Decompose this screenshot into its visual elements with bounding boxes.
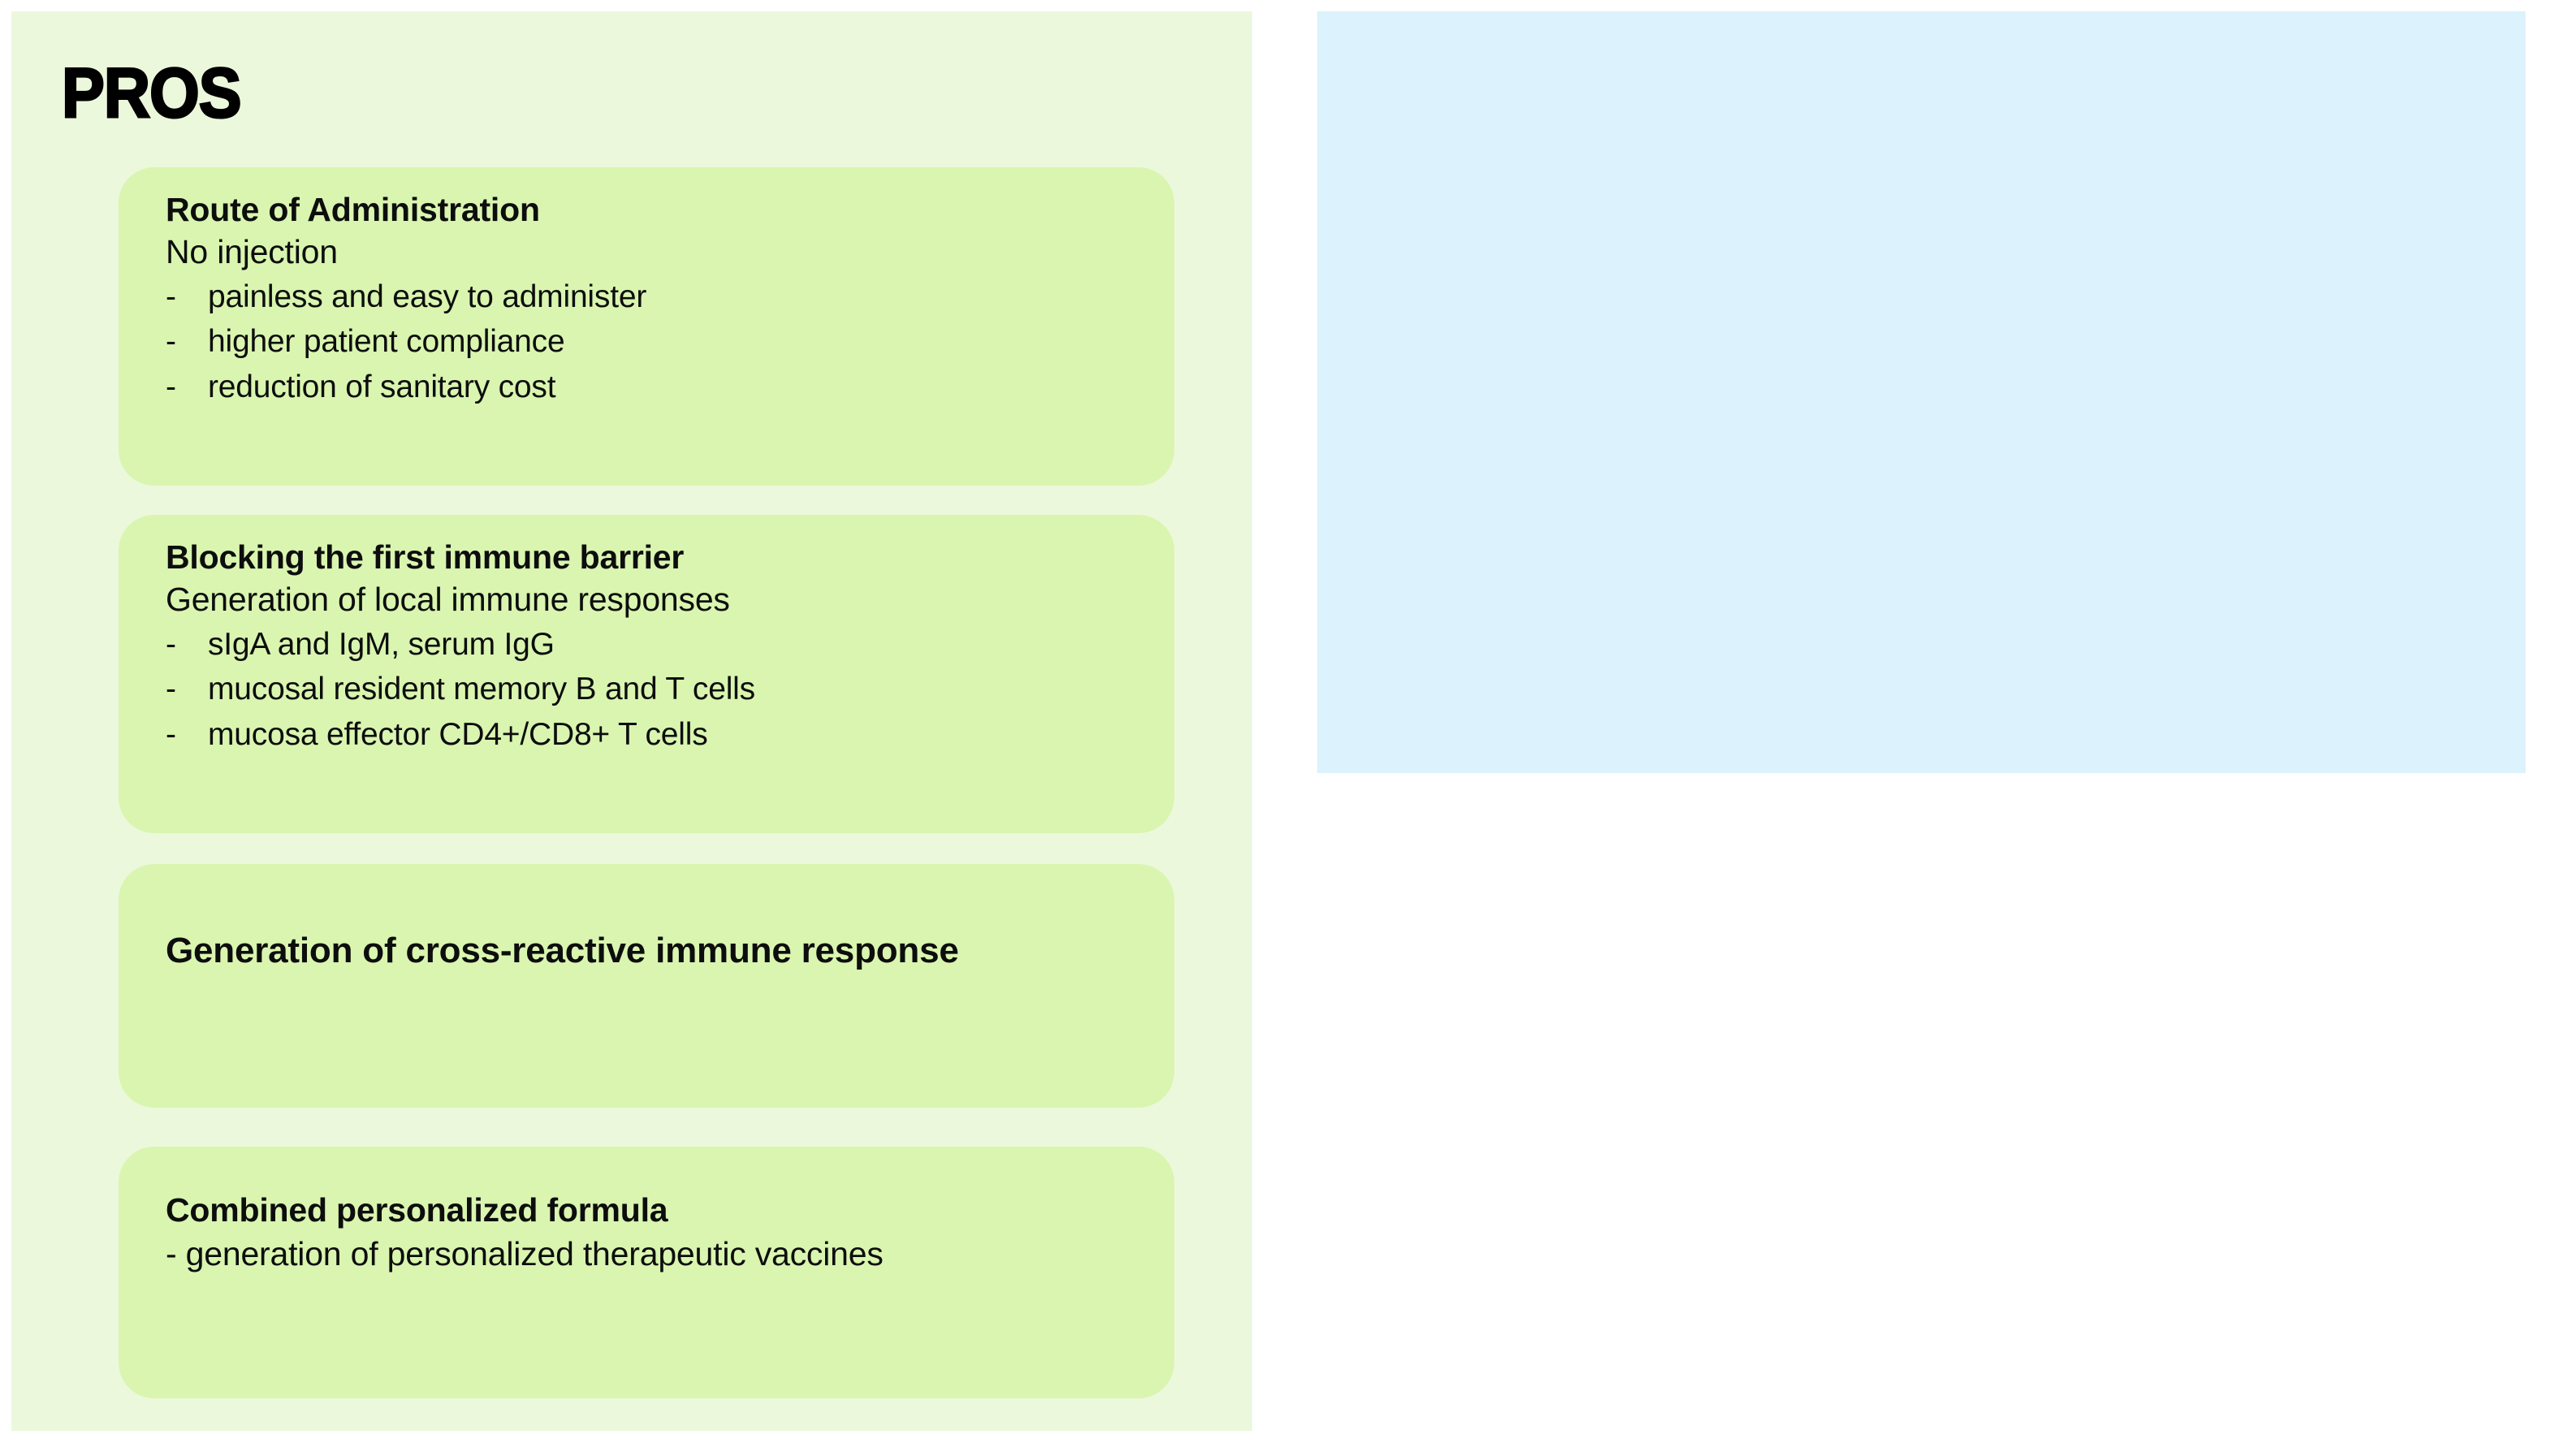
bullet-dash: - [166,626,176,662]
card-heading: Generation of cross-reactive immune resp… [166,931,959,970]
card-content: Combined personalized formula - generati… [119,1147,1174,1298]
cons-panel: CONS Needs further development - optimaz… [1317,11,2526,773]
bullet-dash: - [166,672,176,707]
list-item: - mucosa effector CD4+/CD8+ T cells [166,712,1142,757]
card-content: Route of Administration No injection - p… [119,167,1174,430]
bullet-dash: - [166,279,176,314]
bullet-dash: - [166,324,176,360]
card-subheading: Generation of local immune responses [166,581,730,619]
pros-section-title: PROS [61,54,243,132]
bullet-text: higher patient compliance [208,324,565,360]
list-item: - painless and easy to administer [166,274,1142,319]
bullet-dash: - [166,716,176,752]
bullet-text: mucosal resident memory B and T cells [208,672,755,707]
bullet-text: painless and easy to administer [208,279,647,314]
pros-card-cross-reactive-immune-response[interactable]: Generation of cross-reactive immune resp… [119,864,1174,1108]
card-body-text: - generation of personalized therapeutic… [166,1235,884,1273]
bullet-text: reduction of sanitary cost [208,369,556,404]
bullet-text: sIgA and IgM, serum IgG [208,626,555,662]
pros-card-blocking-first-immune-barrier[interactable]: Blocking the first immune barrier Genera… [119,515,1174,833]
list-item: - mucosal resident memory B and T cells [166,667,1142,711]
pros-card-route-of-administration[interactable]: Route of Administration No injection - p… [119,167,1174,486]
card-heading: Route of Administration [166,191,540,228]
bullet-dash: - [166,369,176,404]
card-content: Blocking the first immune barrier Genera… [119,515,1174,778]
bullet-list: - sIgA and IgM, serum IgG - mucosal resi… [166,622,1142,757]
bullet-text: mucosa effector CD4+/CD8+ T cells [208,716,708,752]
card-heading: Combined personalized formula [166,1191,668,1229]
list-item: - reduction of sanitary cost [166,365,1142,409]
card-heading: Blocking the first immune barrier [166,538,685,576]
card-subheading: No injection [166,233,338,271]
card-content: Generation of cross-reactive immune resp… [119,864,1174,997]
pros-card-combined-personalized-formula[interactable]: Combined personalized formula - generati… [119,1147,1174,1398]
pros-panel: PROS Route of Administration No injectio… [11,11,1252,1431]
bullet-list: - painless and easy to administer - high… [166,274,1142,409]
list-item: - higher patient compliance [166,319,1142,364]
list-item: - sIgA and IgM, serum IgG [166,622,1142,667]
